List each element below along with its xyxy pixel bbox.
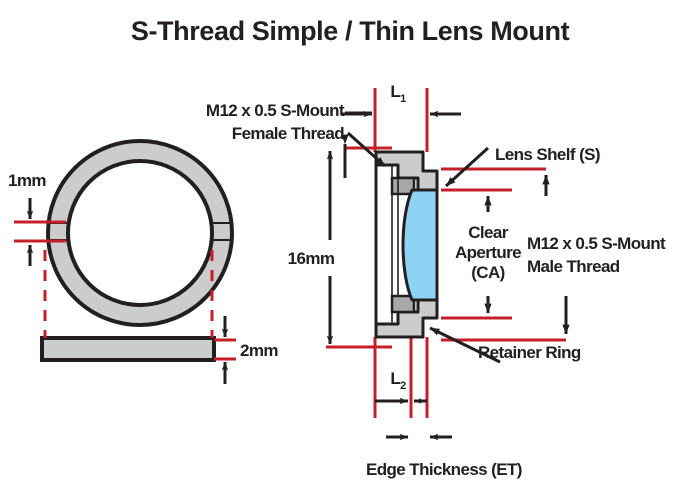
dimension-edge-thickness: Edge Thickness (ET) xyxy=(366,433,522,479)
mount-body-upper xyxy=(374,150,439,196)
dimension-bar-thickness: 2mm xyxy=(214,316,279,384)
callout-label-male-thread-line2: Male Thread xyxy=(527,257,620,276)
callout-female-thread: M12 x 0.5 S-Mount Female Thread xyxy=(206,101,386,178)
retainer-ring-front-view xyxy=(46,139,234,327)
callout-label-clear-aperture-line3: (CA) xyxy=(471,263,504,282)
witness-lines xyxy=(326,88,566,418)
callout-label-male-thread-line1: M12 x 0.5 S-Mount xyxy=(527,234,666,253)
callout-clear-aperture: Clear Aperture (CA) xyxy=(455,195,522,314)
dimension-barrel-height: 16mm xyxy=(288,150,335,345)
dimension-label-2mm: 2mm xyxy=(240,341,278,360)
callout-label-female-thread-line1: M12 x 0.5 S-Mount xyxy=(206,101,345,120)
callout-label-retainer-ring: Retainer Ring xyxy=(478,343,581,362)
page-title: S-Thread Simple / Thin Lens Mount xyxy=(131,16,570,46)
dimension-label-L1: L1 xyxy=(390,82,406,105)
dimension-label-16mm: 16mm xyxy=(288,249,335,268)
projection-lines xyxy=(43,250,214,338)
callout-male-thread: M12 x 0.5 S-Mount Male Thread xyxy=(527,174,667,335)
dimension-label-edge-thickness: Edge Thickness (ET) xyxy=(366,460,522,479)
callout-label-lens-shelf: Lens Shelf (S) xyxy=(495,145,600,164)
barrel-wall xyxy=(374,165,399,324)
callout-label-clear-aperture-line2: Aperture xyxy=(455,243,521,262)
callout-retainer-ring: Retainer Ring xyxy=(429,326,582,364)
callout-lens-shelf: Lens Shelf (S) xyxy=(444,145,601,188)
mount-body-lower xyxy=(374,294,439,339)
dimension-ring-wall: 1mm xyxy=(8,171,66,266)
lens-element xyxy=(401,188,439,302)
dimension-label-1mm: 1mm xyxy=(8,171,46,190)
callout-label-clear-aperture-line1: Clear xyxy=(468,223,509,242)
dimension-label-L2: L2 xyxy=(390,369,406,392)
retainer-ring-side-view xyxy=(40,336,216,362)
callout-label-female-thread-line2: Female Thread xyxy=(232,124,344,143)
dimension-L2: L2 xyxy=(375,369,427,405)
dimension-L1: L1 xyxy=(341,82,461,118)
